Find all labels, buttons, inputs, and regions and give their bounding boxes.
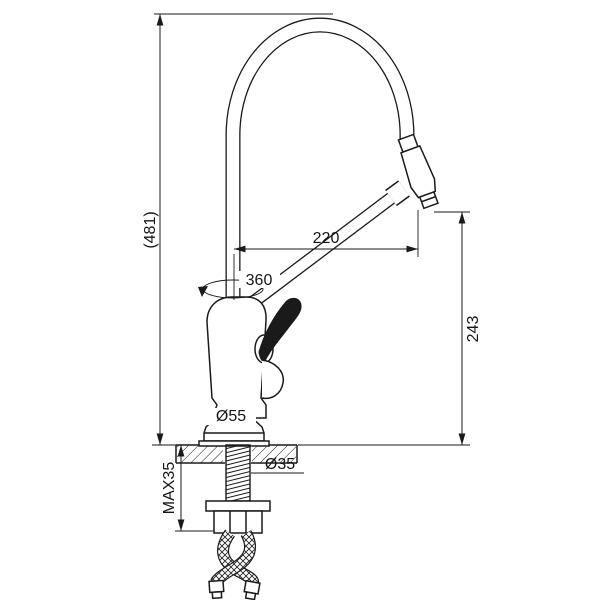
threaded-shank: [225, 444, 251, 502]
spray-nozzle: [418, 190, 439, 210]
gooseneck-hose: [225, 17, 415, 300]
dimension-label-overall-height: (481): [142, 211, 159, 248]
handle-base: [261, 359, 284, 400]
countertop-cross-section: [175, 444, 298, 464]
dimension-label-base-diameter: Ø55: [216, 408, 246, 425]
dimension-label-spout-reach: 220: [313, 230, 340, 247]
rotation-label-backdrop: [239, 271, 280, 288]
hose-fitting-left: [208, 579, 225, 600]
spray-head: [397, 133, 439, 210]
base-diameter-label-backdrop: [206, 408, 256, 425]
mounting-hardware: [205, 500, 271, 534]
supply-hose-left: [208, 530, 257, 600]
mounting-nut: [213, 510, 263, 534]
mounting-plate: [205, 500, 271, 512]
dimension-label-max-thickness: MAX35: [161, 462, 178, 515]
dimension-label-outlet-height: 243: [465, 316, 482, 343]
dimension-label-rotation: 360: [246, 272, 273, 289]
hose-fitting-right: [243, 579, 261, 600]
rotation-arrow-icon: [198, 286, 208, 297]
dimension-lines: [152, 13, 470, 532]
faucet-body: [206, 296, 302, 419]
swivel-indicator: [198, 279, 264, 299]
dimension-label-hole-diameter: Ø35: [265, 456, 295, 473]
